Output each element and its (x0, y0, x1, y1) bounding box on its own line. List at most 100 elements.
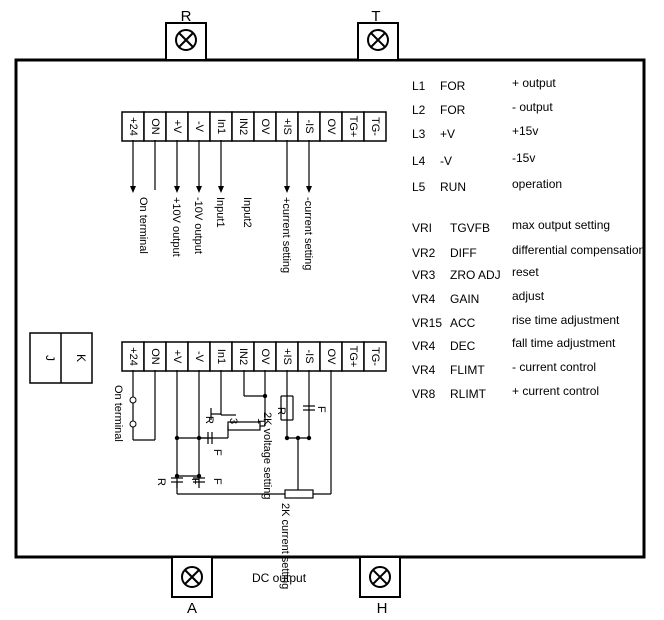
bottom-circuit-labels: On terminal R F 3 1 2K voltage setting R… (112, 385, 327, 589)
legend-code: VR8 (412, 387, 436, 401)
r-label-2: R (275, 407, 287, 415)
r-label-3: R (155, 478, 167, 486)
current-pot-label: 2K current setting (279, 503, 291, 589)
strip-top-label: In1 (215, 119, 227, 134)
legend-code: VR4 (412, 363, 436, 377)
strip-bottom-label: TG+ (347, 346, 359, 368)
strip-bottom-label: TG- (369, 347, 381, 366)
legend-code: VR4 (412, 339, 436, 353)
legend-code: VR2 (412, 246, 436, 260)
legend-desc: + current control (512, 384, 599, 398)
strip-top-label: TG- (369, 117, 381, 136)
r-label-1: R (203, 416, 215, 424)
bottom-circuit (132, 370, 332, 499)
legend-desc: -15v (512, 151, 535, 165)
legend-desc: rise time adjustment (512, 313, 620, 327)
strip-top-label: OV (325, 119, 337, 136)
strip-bottom-cell (363, 341, 387, 372)
terminal-a: A (171, 556, 213, 617)
legend-desc: - output (512, 100, 553, 114)
terminal-a-label: A (187, 600, 197, 617)
f-label-2: F (315, 406, 327, 413)
f-label-4: F (211, 478, 223, 485)
strip-bottom-label: +V (171, 350, 183, 364)
strip-top-label: +24 (127, 117, 139, 136)
legend-desc: operation (512, 177, 562, 191)
legend-name: FOR (440, 103, 466, 117)
on-terminal-label-top: On terminal (137, 197, 149, 254)
f-label-1: F (211, 449, 223, 456)
legend-desc: fall time adjustment (512, 336, 616, 350)
top-signal-wires (132, 140, 310, 190)
strip-top-label: OV (259, 119, 271, 136)
strip-bottom-label: ON (149, 348, 161, 365)
enclosure-frame (14, 58, 646, 559)
f-label-3: F (189, 478, 201, 485)
dc-output-label: DC output (252, 571, 307, 585)
legend-name: RUN (440, 180, 466, 194)
legend-name: GAIN (450, 292, 479, 306)
plus-current-setting-label: +current setting (280, 197, 292, 273)
voltage-pot-label: 2K voltage setting (261, 412, 273, 499)
legend-code: L4 (412, 154, 426, 168)
terminal-h: H (359, 556, 401, 617)
strip-top-label: IN2 (237, 118, 249, 135)
terminal-r-label: R (181, 8, 192, 25)
legend-name: DIFF (450, 246, 477, 260)
strip-bottom-label: In1 (215, 349, 227, 364)
legend-code: VR4 (412, 292, 436, 306)
strip-bottom-label: OV (325, 349, 337, 366)
bottom-circuit-dots (129, 393, 312, 479)
strip-top-label: ON (149, 118, 161, 135)
k-label: K (74, 354, 88, 362)
strip-bottom-label: OV (259, 349, 271, 366)
plus-10v-output-label: +10V output (170, 197, 182, 257)
jk-block: J K (29, 332, 93, 384)
strip-bottom-label: -V (193, 351, 205, 363)
legend-desc: - current control (512, 360, 596, 374)
strip-top-cell (363, 111, 387, 142)
legend-desc: max output setting (512, 218, 610, 232)
terminal-t-label: T (371, 8, 380, 25)
legend-desc: + output (512, 76, 556, 90)
legend-code: L1 (412, 79, 426, 93)
legend-name: RLIMT (450, 387, 487, 401)
legend-code: VRI (412, 221, 432, 235)
legend-name: DEC (450, 339, 476, 353)
legend-code: VR15 (412, 316, 442, 330)
legend-name: TGVFB (450, 221, 490, 235)
input1-label: Input1 (214, 197, 226, 228)
legend-desc: +15v (512, 124, 538, 138)
legend-name: ZRO ADJ (450, 268, 501, 282)
strip-bottom-label: IN2 (237, 348, 249, 365)
legend-name: ACC (450, 316, 476, 330)
legend-code: L2 (412, 103, 426, 117)
legend-code: L3 (412, 127, 426, 141)
strip-top-label: +V (171, 120, 183, 134)
legend-desc: adjust (512, 289, 545, 303)
legend-code: L5 (412, 180, 426, 194)
strip-bottom-label: +24 (127, 347, 139, 366)
j-label: J (43, 355, 57, 361)
legend-code: VR3 (412, 268, 436, 282)
terminal-t: T (357, 8, 399, 61)
legend-name: FLIMT (450, 363, 485, 377)
pin3-label: 3 (227, 418, 239, 424)
top-signal-arrows (130, 186, 312, 193)
strip-bottom-label: +IS (281, 348, 293, 365)
strip-top-label: -IS (303, 119, 315, 133)
on-terminal-label-bottom: On terminal (112, 385, 124, 442)
legend-name: FOR (440, 79, 466, 93)
pin1-label: 1 (255, 418, 267, 424)
terminal-r: R (165, 8, 207, 61)
minus-current-setting-label: -current setting (302, 197, 314, 270)
legend-name: +V (440, 127, 455, 141)
strip-top-label: +IS (281, 118, 293, 135)
top-signal-labels: On terminal +10V output -10V output Inpu… (137, 197, 314, 273)
strip-bottom-label: -IS (303, 349, 315, 363)
legend-desc: reset (512, 265, 539, 279)
strip-top-label: TG+ (347, 116, 359, 138)
